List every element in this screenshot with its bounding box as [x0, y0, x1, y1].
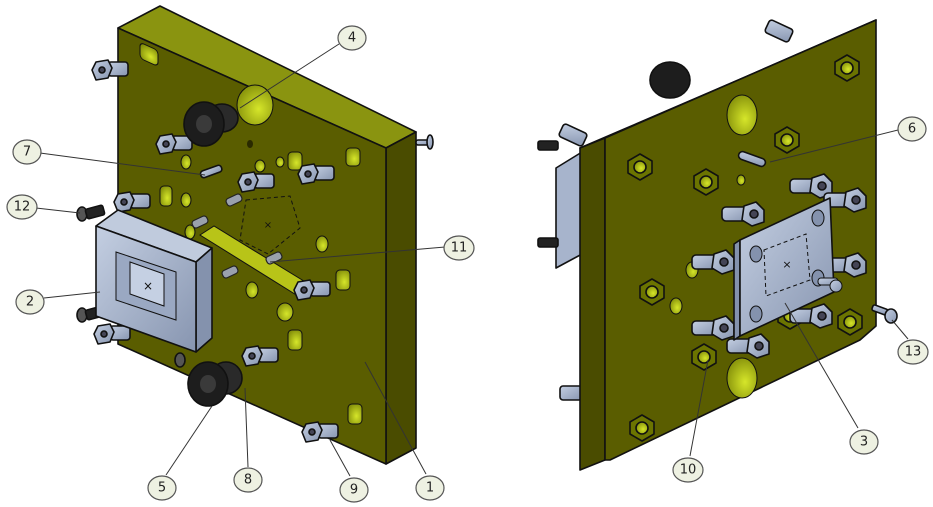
svg-text:13: 13: [905, 345, 922, 360]
plate-slots: [139, 43, 363, 425]
svg-text:2: 2: [26, 295, 34, 310]
balloon-8: 8: [233, 467, 263, 493]
clamp-plate-part-3: ×: [733, 197, 843, 341]
svg-text:9: 9: [350, 483, 358, 498]
svg-text:7: 7: [23, 145, 31, 160]
front-view: ×: [76, 5, 434, 465]
balloon-10: 10: [672, 457, 704, 483]
balloon-12: 12: [6, 194, 38, 220]
hex-nuts: [627, 54, 863, 442]
svg-text:1: 1: [426, 481, 434, 496]
plate-holes: [180, 84, 329, 322]
balloon-4: 4: [337, 25, 367, 51]
balloon-9: 9: [339, 477, 369, 503]
rear-face-pins: [691, 173, 867, 359]
balloon-2: 2: [15, 289, 45, 315]
rear-screws: [537, 140, 559, 248]
svg-text:8: 8: [244, 473, 252, 488]
insert-pocket-outline: [239, 195, 301, 255]
balloon-7: 7: [12, 139, 42, 165]
rear-guide-pins: [558, 19, 794, 401]
rear-view: ×: [537, 19, 898, 471]
svg-text:5: 5: [158, 481, 166, 496]
svg-text:×: ×: [143, 279, 153, 293]
springs: [191, 193, 283, 279]
center-mark: ×: [264, 220, 272, 231]
bushing-part-4: [183, 101, 239, 147]
svg-text:4: 4: [348, 31, 356, 46]
bushing-part-5: [187, 361, 243, 407]
svg-text:12: 12: [14, 200, 31, 215]
balloon-6: 6: [897, 116, 927, 142]
guide-pins: [91, 59, 434, 443]
svg-text:6: 6: [908, 122, 916, 137]
insert-block-part-2: ×: [95, 209, 213, 353]
rear-plate-side: [579, 137, 606, 471]
balloon-3: 3: [849, 429, 879, 455]
balloon-1: 1: [415, 475, 445, 501]
balloon-5: 5: [147, 475, 177, 501]
leader-lines: [35, 43, 909, 477]
balloons: 1 2 3 4 5 6 7 8 9 10 11 12 13: [6, 25, 929, 503]
balloon-13: 13: [897, 339, 929, 365]
screw-part-13: [871, 304, 898, 324]
svg-text:10: 10: [680, 463, 697, 478]
pin-part-6: [737, 150, 767, 168]
rear-insert-edge: [555, 151, 583, 269]
rear-bushing: [649, 61, 691, 99]
plate-side-face: [385, 131, 417, 465]
balloon-11: 11: [443, 235, 475, 261]
svg-text:11: 11: [451, 241, 468, 256]
svg-text:×: ×: [782, 258, 791, 271]
svg-text:3: 3: [860, 435, 868, 450]
